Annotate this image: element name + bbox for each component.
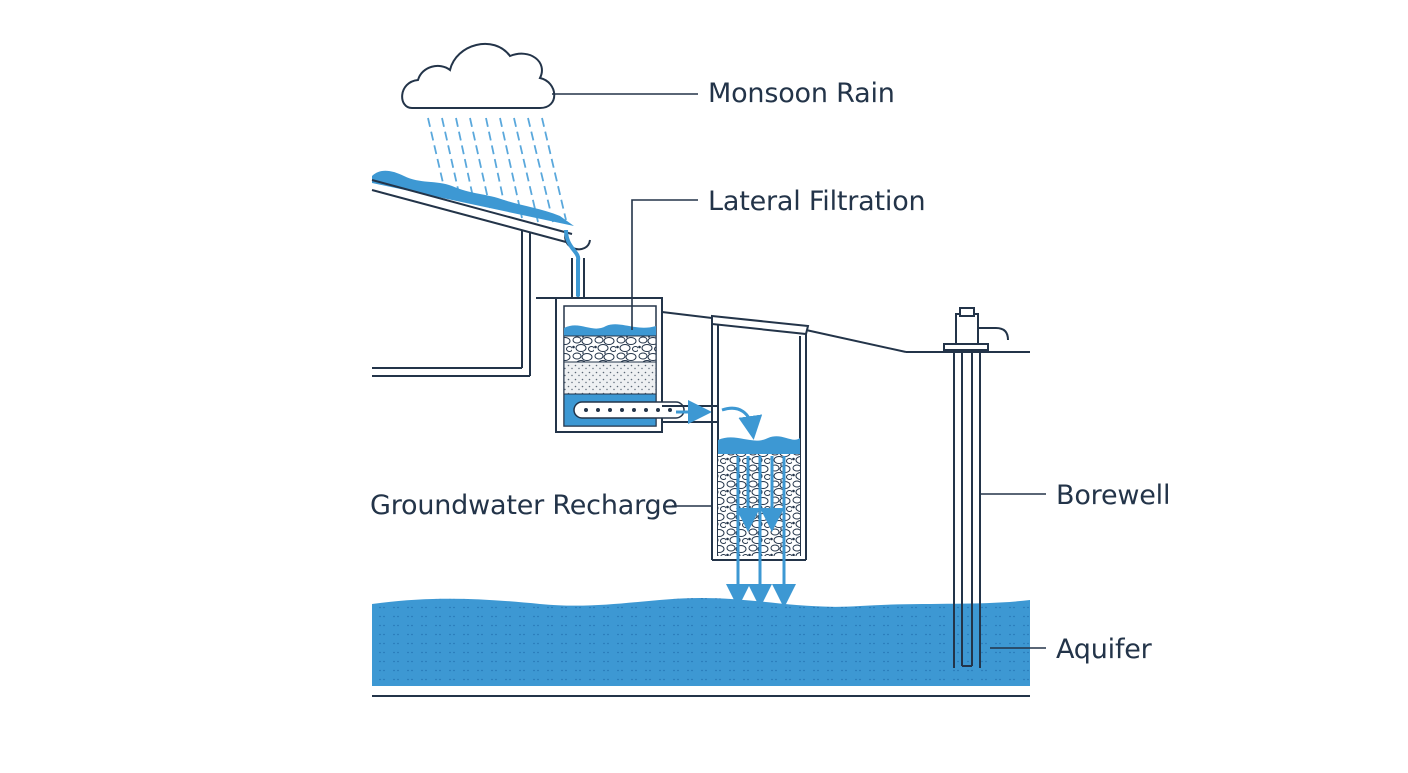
pit-inflow-arrow	[721, 406, 763, 440]
label-borewell: Borewell	[1056, 480, 1171, 511]
gutter-water	[564, 229, 581, 296]
borewell	[943, 307, 1009, 668]
recharge-arrows	[726, 456, 796, 608]
roof	[371, 179, 573, 243]
filter-gravel-layer	[563, 335, 657, 363]
pit-water-top	[718, 436, 800, 454]
label-lateral-filtration: Lateral Filtration	[708, 186, 926, 217]
cloud-icon	[401, 42, 556, 109]
aquifer-body	[372, 598, 1030, 686]
label-groundwater-recharge: Groundwater Recharge	[370, 490, 678, 521]
label-aquifer: Aquifer	[1056, 634, 1152, 665]
house-wall	[372, 230, 531, 377]
label-monsoon-rain: Monsoon Rain	[708, 78, 895, 109]
leader-lines	[552, 93, 1046, 649]
filter-sand-layer	[563, 361, 657, 395]
rain-streaks	[427, 117, 567, 227]
perforated-pipe	[573, 401, 685, 419]
ground-surface	[661, 311, 1030, 353]
roof-water	[372, 170, 574, 226]
filter-water-top	[564, 324, 656, 336]
